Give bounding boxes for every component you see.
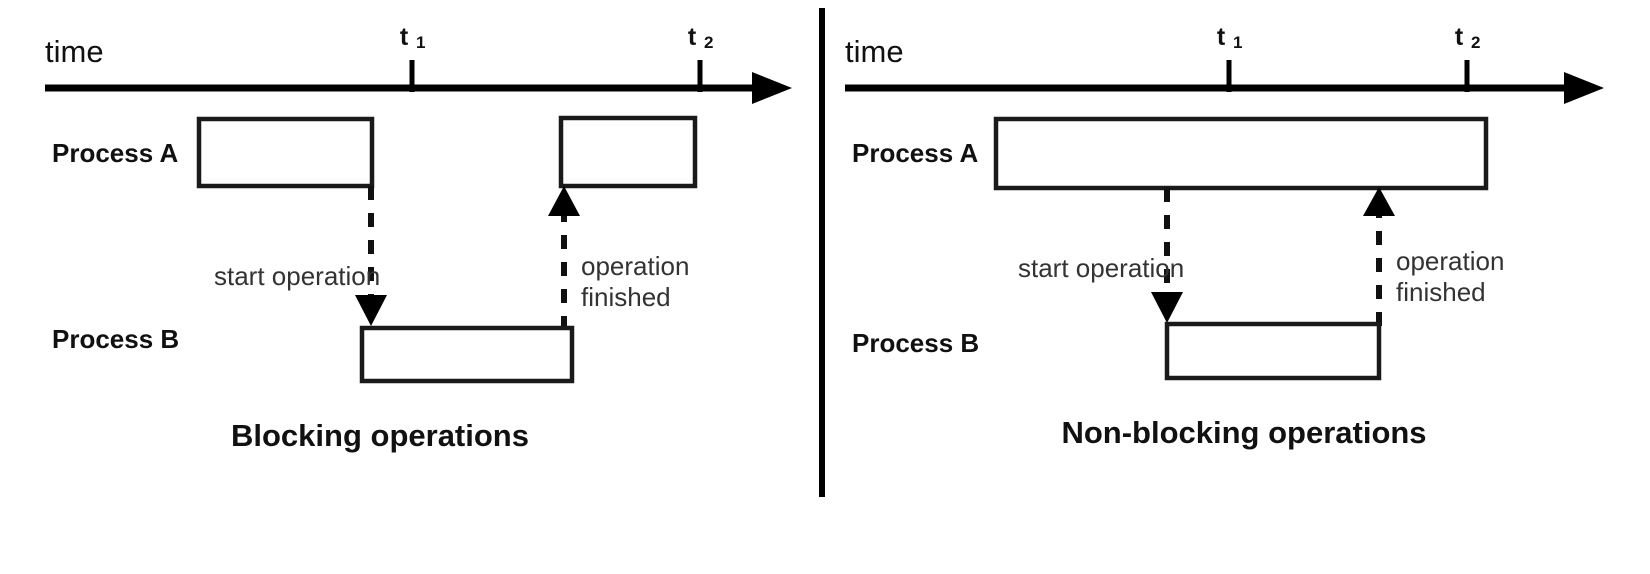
lane-label-process-a-left: Process A xyxy=(52,138,178,168)
process-b-box-left xyxy=(359,325,575,384)
tick-label-t1-left: t xyxy=(400,23,409,51)
process-a-box-right xyxy=(993,116,1489,191)
annotation-start-operation-left: start operation xyxy=(214,261,380,291)
panel-blocking: time t 1 t 2 Process A start operation xyxy=(45,23,792,453)
lane-label-process-b-left: Process B xyxy=(52,324,179,354)
operation-finished-arrowhead-left xyxy=(548,186,580,216)
axis-label-time-right: time xyxy=(845,34,904,69)
annotation-operation-finished-line2-left: finished xyxy=(581,282,671,312)
panel-non-blocking: time t 1 t 2 Process A start operation xyxy=(845,23,1604,450)
tick-label-t2-right: t xyxy=(1455,23,1464,51)
process-a-box-1-left xyxy=(196,116,375,189)
process-a-box-2-left xyxy=(558,115,698,189)
annotation-operation-finished-line2-right: finished xyxy=(1396,277,1486,307)
start-operation-arrowhead-right xyxy=(1151,292,1183,323)
time-axis-arrowhead-right xyxy=(1564,72,1604,104)
caption-non-blocking: Non-blocking operations xyxy=(1061,415,1426,450)
lane-label-process-a-right: Process A xyxy=(852,138,978,168)
annotation-operation-finished-line1-right: operation xyxy=(1396,246,1504,276)
tick-label-t1-right: t xyxy=(1217,23,1226,51)
annotation-start-operation-right: start operation xyxy=(1018,253,1184,283)
process-b-box-right xyxy=(1164,321,1382,381)
time-axis-arrowhead-left xyxy=(752,72,792,104)
axis-label-time-left: time xyxy=(45,34,104,69)
caption-blocking: Blocking operations xyxy=(231,418,529,453)
tick-label-t2-sub-right: 2 xyxy=(1471,33,1480,52)
operation-finished-arrowhead-right xyxy=(1363,187,1395,216)
lane-label-process-b-right: Process B xyxy=(852,328,979,358)
tick-label-t2-sub-left: 2 xyxy=(704,33,713,52)
tick-label-t2-left: t xyxy=(688,23,697,51)
start-operation-arrowhead-left xyxy=(355,295,387,326)
tick-label-t1-sub-left: 1 xyxy=(416,33,425,52)
tick-label-t1-sub-right: 1 xyxy=(1233,33,1242,52)
annotation-operation-finished-line1-left: operation xyxy=(581,251,689,281)
